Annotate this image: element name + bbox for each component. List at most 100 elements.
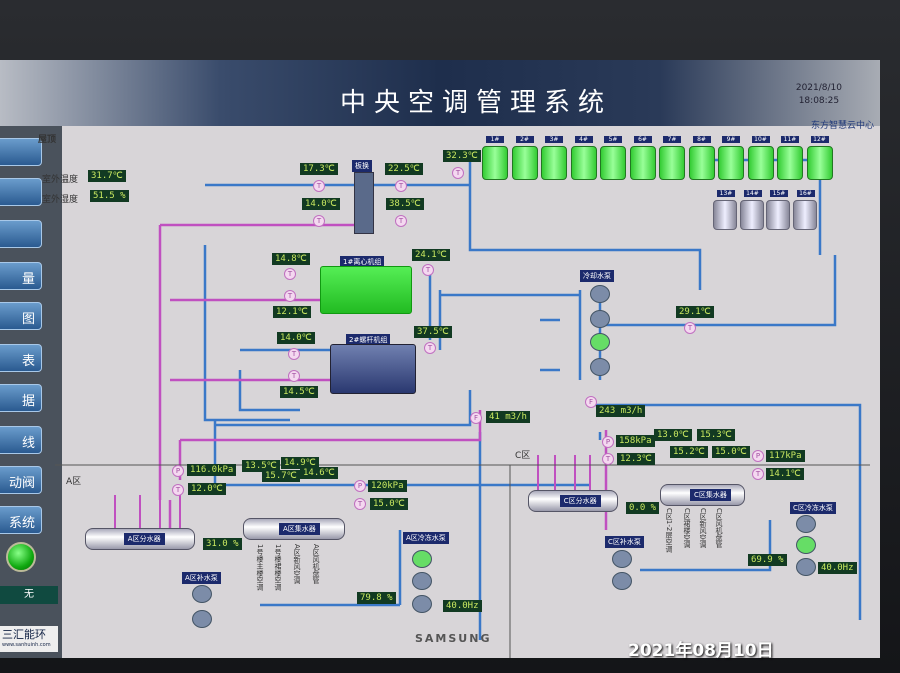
zone-c-divider: C区分水器 — [528, 490, 618, 512]
flow-sensor: F — [585, 396, 597, 408]
cooling-tower-on[interactable] — [600, 146, 626, 180]
flow-1: 41 m3/h — [486, 411, 530, 423]
cooling-tower-on[interactable] — [541, 146, 567, 180]
zone-c-chw-pump-3[interactable] — [796, 558, 816, 576]
tower-supply-temp: 32.3℃ — [443, 150, 481, 162]
cooling-tower-on[interactable] — [482, 146, 508, 180]
zone-c-supply-pressure: 158kPa — [616, 435, 655, 447]
tower-label: 8# — [692, 136, 711, 143]
zone-a-supply-temp: 12.0℃ — [188, 483, 226, 495]
temp-sensor: T — [313, 180, 325, 192]
tower-label: 15# — [770, 190, 788, 197]
cooling-tower-on[interactable] — [511, 146, 538, 180]
cooling-tower-off[interactable] — [713, 200, 737, 230]
nav-button-10[interactable]: 系统 — [0, 506, 42, 534]
cooling-pump-4[interactable] — [590, 358, 610, 376]
chiller2-out-temp: 14.5℃ — [280, 386, 318, 398]
nav-button-2[interactable] — [0, 178, 42, 206]
temp-sensor: T — [602, 453, 614, 465]
zone-a-makeup-pump-2[interactable] — [192, 610, 212, 628]
cooling-tower-on[interactable] — [570, 146, 597, 180]
zone-c-divider-label: C区分水器 — [559, 495, 601, 507]
zone-a-branch-3: A区新风空调 — [293, 544, 301, 584]
cooling-pump-2[interactable] — [590, 310, 610, 328]
tower-label: 5# — [604, 136, 622, 143]
zone-c-branch-3: C区新风空调 — [699, 508, 707, 548]
zone-c-collector-label: C区集水器 — [690, 489, 731, 501]
zone-c-makeup-pump-1[interactable] — [612, 550, 632, 568]
temp-sensor: T — [172, 484, 184, 496]
nav-button-7[interactable]: 据 — [0, 384, 42, 412]
time: 18:08:25 — [798, 96, 840, 106]
tower-label: 4# — [574, 136, 593, 143]
cooling-tower-on[interactable] — [629, 146, 656, 180]
nav-button-5[interactable]: 图 — [0, 302, 42, 330]
tower-label: 12# — [810, 136, 829, 143]
zone-c-branch-temp-2: 15.2℃ — [670, 446, 708, 458]
zone-c-branch-temp-1: 13.0℃ — [654, 429, 692, 441]
section-roof-title: 屋顶 — [38, 135, 57, 145]
temp-sensor: T — [288, 370, 300, 382]
nav-button-9[interactable]: 动阀 — [0, 466, 42, 494]
temp-sensor: T — [354, 498, 366, 510]
zone-a-makeup-pump-1[interactable] — [192, 585, 212, 603]
nav-button-3[interactable] — [0, 220, 42, 248]
chiller2-cond-temp: 37.5℃ — [414, 326, 452, 338]
zone-a-branch-1: 1号楼主楼空调 — [256, 544, 264, 591]
nav-button-4[interactable]: 量 — [0, 262, 42, 290]
plate-hx-label: 板换 — [352, 160, 372, 172]
nav-button-8[interactable]: 线 — [0, 426, 42, 454]
zone-a-freq: 40.0Hz — [443, 600, 482, 612]
cooling-tower-off[interactable] — [766, 200, 790, 230]
pressure-sensor: P — [602, 436, 614, 448]
tower-label: 1# — [486, 136, 504, 143]
pressure-sensor: P — [752, 450, 764, 462]
cooling-tower-on[interactable] — [777, 146, 803, 180]
pressure-sensor: P — [172, 465, 184, 477]
temp-sensor: T — [313, 215, 325, 227]
cooling-tower-on[interactable] — [747, 146, 774, 180]
zone-a-divider-label: A区分水器 — [123, 533, 165, 545]
cooling-pump-3[interactable] — [590, 333, 610, 351]
zone-a-supply-pressure: 116.0kPa — [187, 464, 237, 476]
temp-sensor: T — [684, 322, 696, 334]
cooling-tower-off[interactable] — [792, 200, 817, 230]
zone-c-makeup-label: C区补水泵 — [605, 536, 644, 548]
pressure-sensor: P — [354, 480, 366, 492]
zone-c-valve: 0.0 % — [626, 502, 660, 514]
cooling-tower-on[interactable] — [688, 146, 715, 180]
zone-c-chw-pump-1[interactable] — [796, 515, 816, 533]
zone-a-chw-pump-2[interactable] — [412, 572, 432, 590]
zone-c-makeup-pump-2[interactable] — [612, 572, 632, 590]
logo-text: 三汇能环 — [2, 628, 46, 641]
date: 2021/8/10 — [795, 83, 842, 93]
zone-a-chw-pump-3[interactable] — [412, 595, 432, 613]
cooling-tower-off[interactable] — [739, 200, 764, 230]
cooling-tower-on[interactable] — [806, 146, 833, 180]
zone-c-chw-pump-2[interactable] — [796, 536, 816, 554]
chiller-2[interactable] — [330, 344, 416, 394]
zone-a-branch-temp-4: 14.6℃ — [300, 467, 338, 479]
tower-label: 14# — [743, 190, 762, 197]
outdoor-hum-value: 51.5 % — [90, 190, 129, 202]
chiller-1[interactable] — [320, 266, 412, 314]
zone-a-chw-pump-label: A区冷冻水泵 — [403, 532, 449, 544]
cooling-tower-on[interactable] — [718, 146, 744, 180]
nav-button-1[interactable] — [0, 138, 42, 166]
hx-temp-2: 22.5℃ — [385, 163, 423, 175]
cooling-pump-label: 冷却水泵 — [580, 270, 614, 282]
temp-sensor: T — [424, 342, 436, 354]
zone-a-title: A区 — [66, 477, 82, 487]
cooling-pump-1[interactable] — [590, 285, 610, 303]
zone-a-chw-pump-1[interactable] — [412, 550, 432, 568]
tower-label: 6# — [633, 136, 652, 143]
cooling-tower-on[interactable] — [659, 146, 685, 180]
outdoor-temp-value: 31.7℃ — [88, 170, 126, 182]
hx-temp-4: 38.5℃ — [386, 198, 424, 210]
hx-temp-3: 14.0℃ — [302, 198, 340, 210]
flow-sensor: F — [470, 412, 482, 424]
nav-button-6[interactable]: 表 — [0, 344, 42, 372]
monitor-brand: SAMSUNG — [415, 632, 492, 645]
